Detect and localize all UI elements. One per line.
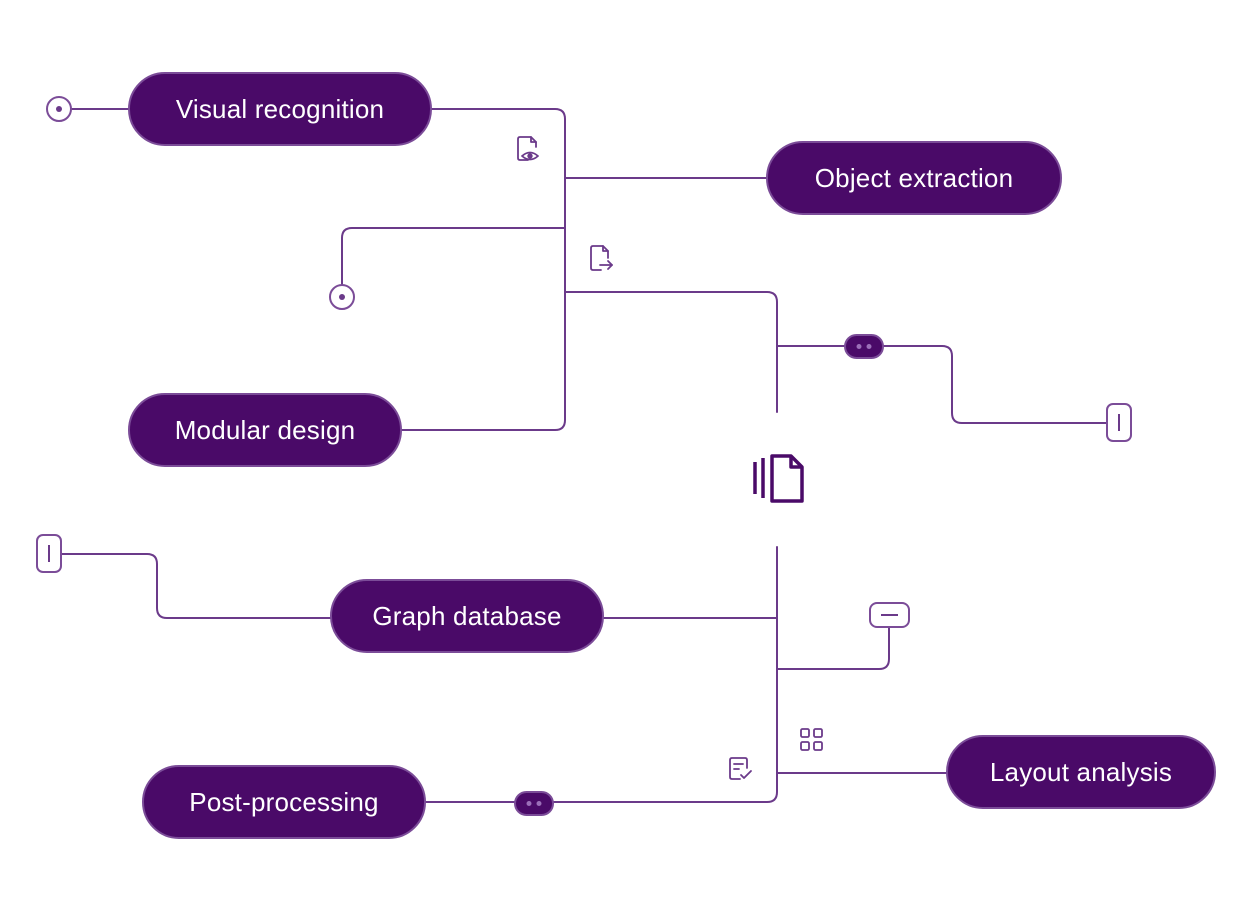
terminal-bar-right [1106, 403, 1132, 442]
node-label: Object extraction [814, 162, 1014, 193]
node-label: Post-processing [189, 786, 379, 817]
node-label: Layout analysis [989, 756, 1173, 787]
node-modular-design[interactable]: Modular design [128, 393, 402, 467]
node-visual-recognition[interactable]: Visual recognition [128, 72, 432, 146]
node-object-extraction[interactable]: Object extraction [766, 141, 1062, 215]
connector-to-center [564, 291, 778, 413]
node-layout-analysis[interactable]: Layout analysis [946, 735, 1216, 809]
start-node-circle [46, 96, 72, 122]
node-label: Modular design [174, 414, 356, 445]
document-stack-icon [753, 454, 804, 503]
minus-pill [869, 602, 910, 628]
terminal-bar-left [36, 534, 62, 573]
connector-lines [60, 108, 1109, 803]
file-eye-icon [517, 136, 539, 161]
connector-upper-trunk [399, 108, 566, 431]
node-label: Graph database [372, 600, 562, 631]
connector-lower-trunk [551, 546, 778, 803]
connector-graph-left [60, 553, 333, 619]
node-post-processing[interactable]: Post-processing [142, 765, 426, 839]
connector-dots-pill-bottom [514, 791, 554, 816]
checklist-icon [729, 757, 752, 780]
connector-dots-pill-right [844, 334, 884, 359]
connector-right-b [881, 345, 1109, 424]
node-graph-database[interactable]: Graph database [330, 579, 604, 653]
branch-node-circle [329, 284, 355, 310]
connector-left-branch [341, 227, 566, 285]
grid-icon [800, 728, 823, 751]
node-label: Visual recognition [175, 93, 385, 124]
connector-minus-branch [776, 627, 890, 670]
file-export-icon [590, 245, 613, 271]
